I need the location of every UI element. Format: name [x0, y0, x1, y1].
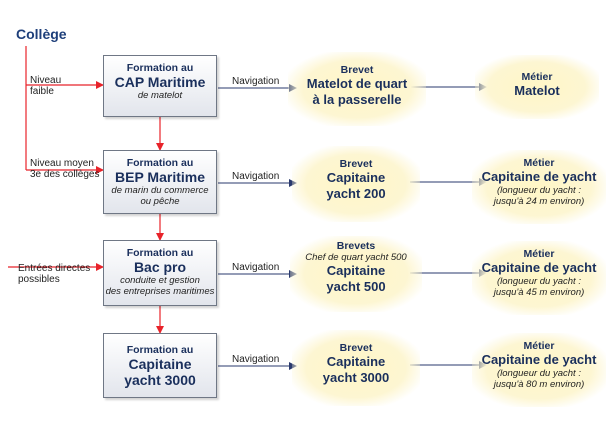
- formation-box-capitaine: Formation au Capitaine yacht 3000: [103, 333, 217, 398]
- nav-label-row1: Navigation: [232, 76, 280, 87]
- metier-box-row4: Métier Capitaine de yacht (longueur du y…: [472, 333, 606, 407]
- metier-name: Capitaine de yacht: [481, 169, 597, 184]
- metier-name: Matelot: [514, 83, 560, 98]
- metier-head: Métier: [523, 248, 555, 260]
- formation-head: Formation au: [126, 344, 194, 356]
- formation-box-bep: Formation au BEP Maritime de marin du co…: [103, 150, 217, 214]
- brevet-name: Capitaine yacht 500: [326, 263, 386, 294]
- metier-sub: (longueur du yacht : jusqu'à 24 m enviro…: [493, 185, 585, 207]
- entry-direct: Entrées directes possibles: [18, 263, 91, 285]
- formation-head: Formation au: [126, 62, 194, 74]
- entry-level-mid: Niveau moyen 3e des collèges: [30, 158, 100, 180]
- nav-label-row3: Navigation: [232, 262, 280, 273]
- brevet-box-row2: Brevet Capitaine yacht 200: [292, 146, 420, 222]
- brevet-box-row1: Brevet Matelot de quart à la passerelle: [288, 52, 426, 126]
- brevet-head: Brevets: [336, 240, 376, 252]
- metier-head: Métier: [521, 71, 553, 83]
- metier-box-row1: Métier Matelot: [475, 55, 599, 119]
- metier-name: Capitaine de yacht: [481, 260, 597, 275]
- formation-head: Formation au: [126, 247, 194, 259]
- formation-sub: de matelot: [137, 90, 183, 101]
- formation-box-bacpro: Formation au Bac pro conduite et gestion…: [103, 240, 217, 306]
- brevet-head: Brevet: [339, 158, 373, 170]
- formation-sub: conduite et gestion des entreprises mari…: [105, 275, 215, 297]
- formation-box-cap: Formation au CAP Maritime de matelot: [103, 55, 217, 117]
- formation-sub: de marin du commerce ou pêche: [111, 185, 209, 207]
- nav-label-row4: Navigation: [232, 354, 280, 365]
- metier-sub: (longueur du yacht : jusqu'à 45 m enviro…: [493, 276, 585, 298]
- brevet-name: Matelot de quart à la passerelle: [306, 76, 408, 107]
- brevet-name: Capitaine yacht 3000: [322, 354, 390, 385]
- metier-sub: (longueur du yacht : jusqu'à 80 m enviro…: [493, 368, 585, 390]
- metier-head: Métier: [523, 157, 555, 169]
- brevet-box-row3: Brevets Chef de quart yacht 500 Capitain…: [290, 236, 422, 312]
- formation-name: Capitaine yacht 3000: [124, 356, 196, 388]
- metier-head: Métier: [523, 340, 555, 352]
- college-start-label: Collège: [16, 26, 67, 42]
- entry-level-low: Niveau faible: [30, 75, 62, 97]
- nav-label-row2: Navigation: [232, 171, 280, 182]
- metier-name: Capitaine de yacht: [481, 352, 597, 367]
- formation-name: CAP Maritime: [114, 74, 206, 90]
- brevet-sub: Chef de quart yacht 500: [305, 252, 407, 263]
- formation-name: Bac pro: [133, 259, 187, 275]
- brevet-head: Brevet: [340, 64, 374, 76]
- metier-box-row3: Métier Capitaine de yacht (longueur du y…: [472, 241, 606, 315]
- brevet-box-row4: Brevet Capitaine yacht 3000: [292, 330, 420, 406]
- metier-box-row2: Métier Capitaine de yacht (longueur du y…: [472, 150, 606, 224]
- brevet-head: Brevet: [339, 342, 373, 354]
- brevet-name: Capitaine yacht 200: [326, 170, 386, 201]
- formation-head: Formation au: [126, 157, 194, 169]
- formation-name: BEP Maritime: [115, 169, 205, 185]
